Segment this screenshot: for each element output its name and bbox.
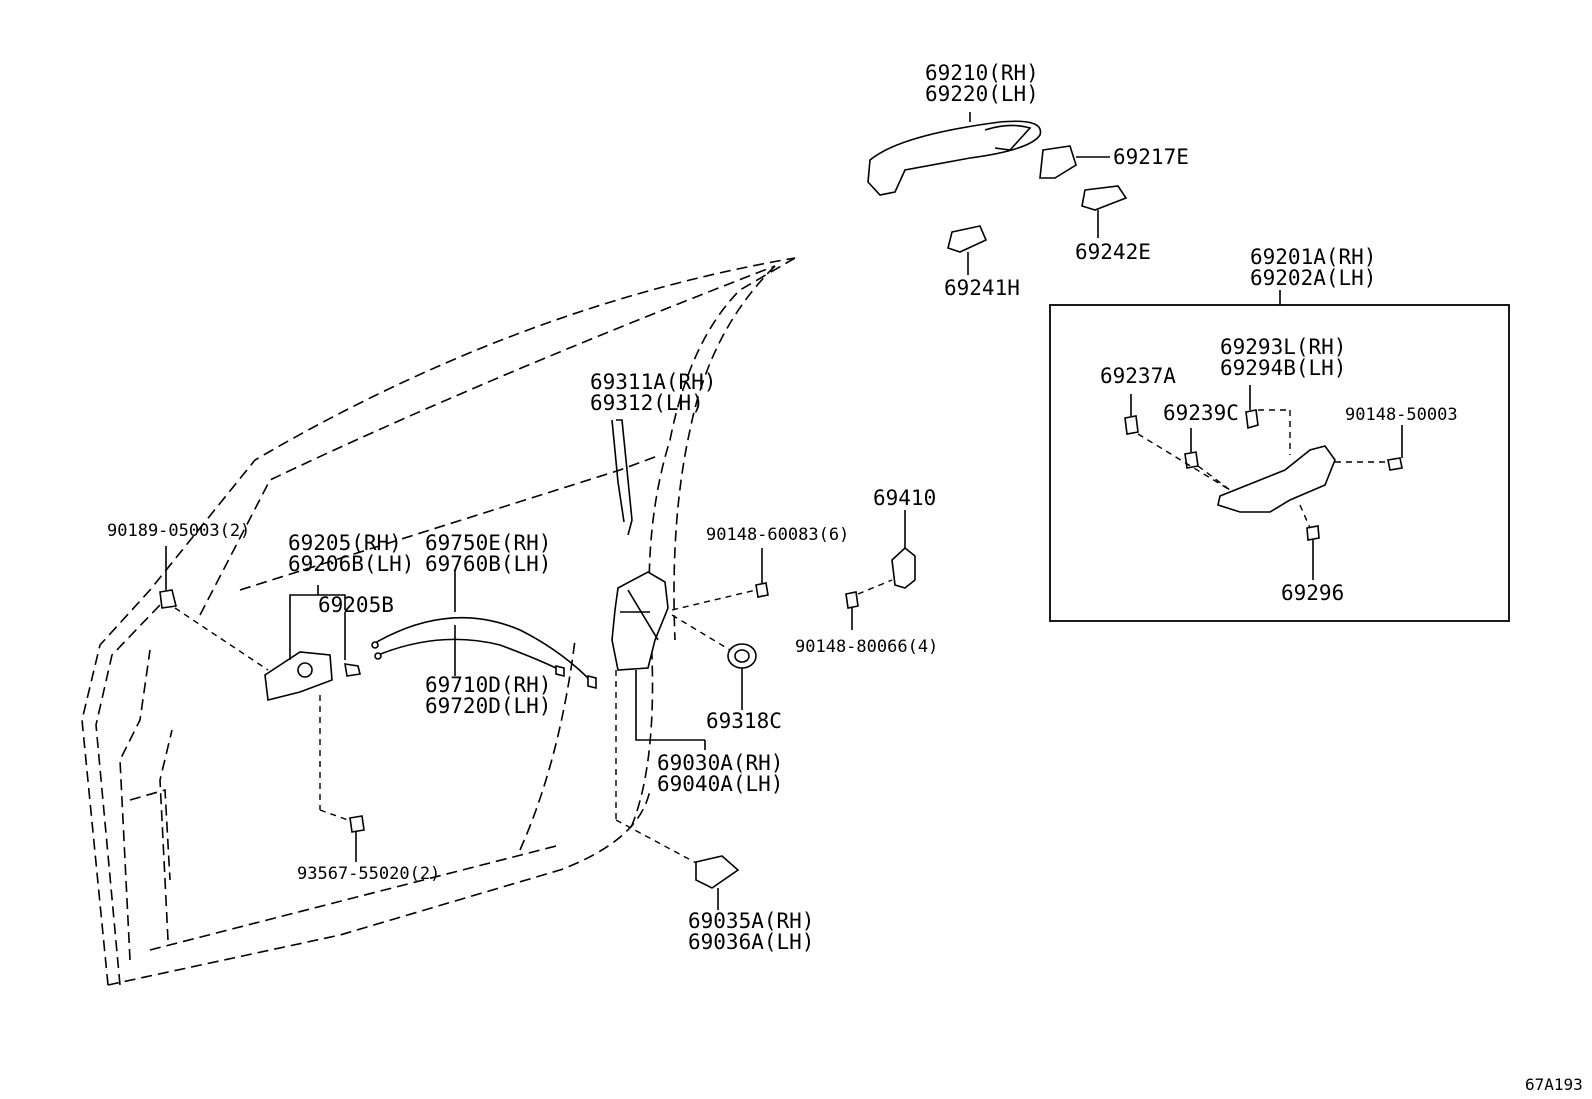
label-69296: 69296 <box>1281 581 1344 605</box>
diagram-ref-code: 67A193 <box>1525 1075 1583 1094</box>
label-69201a: 69201A(RH) <box>1250 245 1376 269</box>
label-90148-60083: 90148-60083(6) <box>706 525 849 545</box>
door-lock-part <box>611 548 769 866</box>
label-69710d: 69710D(RH) <box>425 673 551 697</box>
label-69294b: 69294B(LH) <box>1220 356 1346 380</box>
cable-part <box>371 570 597 690</box>
label-69217e: 69217E <box>1113 145 1189 169</box>
callout-labels: 69210(RH) 69220(LH) 69217E 69242E 69241H… <box>107 61 1583 1094</box>
label-69720d: 69720D(LH) <box>425 694 551 718</box>
label-69312: 69312(LH) <box>590 391 704 415</box>
label-69242e: 69242E <box>1075 240 1151 264</box>
label-69030a: 69030A(RH) <box>657 751 783 775</box>
label-93567-55020: 93567-55020(2) <box>297 864 440 884</box>
label-69205b: 69205B <box>318 593 394 617</box>
label-69040a: 69040A(LH) <box>657 772 783 796</box>
label-69311a: 69311A(RH) <box>590 370 716 394</box>
frame-assembly-part <box>1124 385 1403 580</box>
label-69237a: 69237A <box>1100 364 1176 388</box>
label-69036a: 69036A(LH) <box>688 930 814 954</box>
label-69293l: 69293L(RH) <box>1220 335 1346 359</box>
label-69205: 69205(RH) <box>288 531 402 555</box>
label-69750e: 69750E(RH) <box>425 531 551 555</box>
label-69760b: 69760B(LH) <box>425 552 551 576</box>
striker-part <box>845 510 916 630</box>
label-69220: 69220(LH) <box>925 82 1039 106</box>
lock-cover-part <box>695 855 740 910</box>
inside-handle-part <box>159 546 365 862</box>
lock-rod-part <box>611 419 633 536</box>
label-90148-80066: 90148-80066(4) <box>795 637 938 657</box>
label-90148-50003: 90148-50003 <box>1345 405 1458 425</box>
label-69410: 69410 <box>873 486 936 510</box>
label-69202a: 69202A(LH) <box>1250 266 1376 290</box>
label-69210: 69210(RH) <box>925 61 1039 85</box>
label-69035a: 69035A(RH) <box>688 909 814 933</box>
door-outline <box>81 257 796 986</box>
label-69206b: 69206B(LH) <box>288 552 414 576</box>
label-69241h: 69241H <box>944 276 1020 300</box>
label-69318c: 69318C <box>706 709 782 733</box>
label-69239c: 69239C <box>1163 401 1239 425</box>
outside-handle-part <box>867 112 1128 275</box>
label-90189-05003: 90189-05003(2) <box>107 521 250 541</box>
